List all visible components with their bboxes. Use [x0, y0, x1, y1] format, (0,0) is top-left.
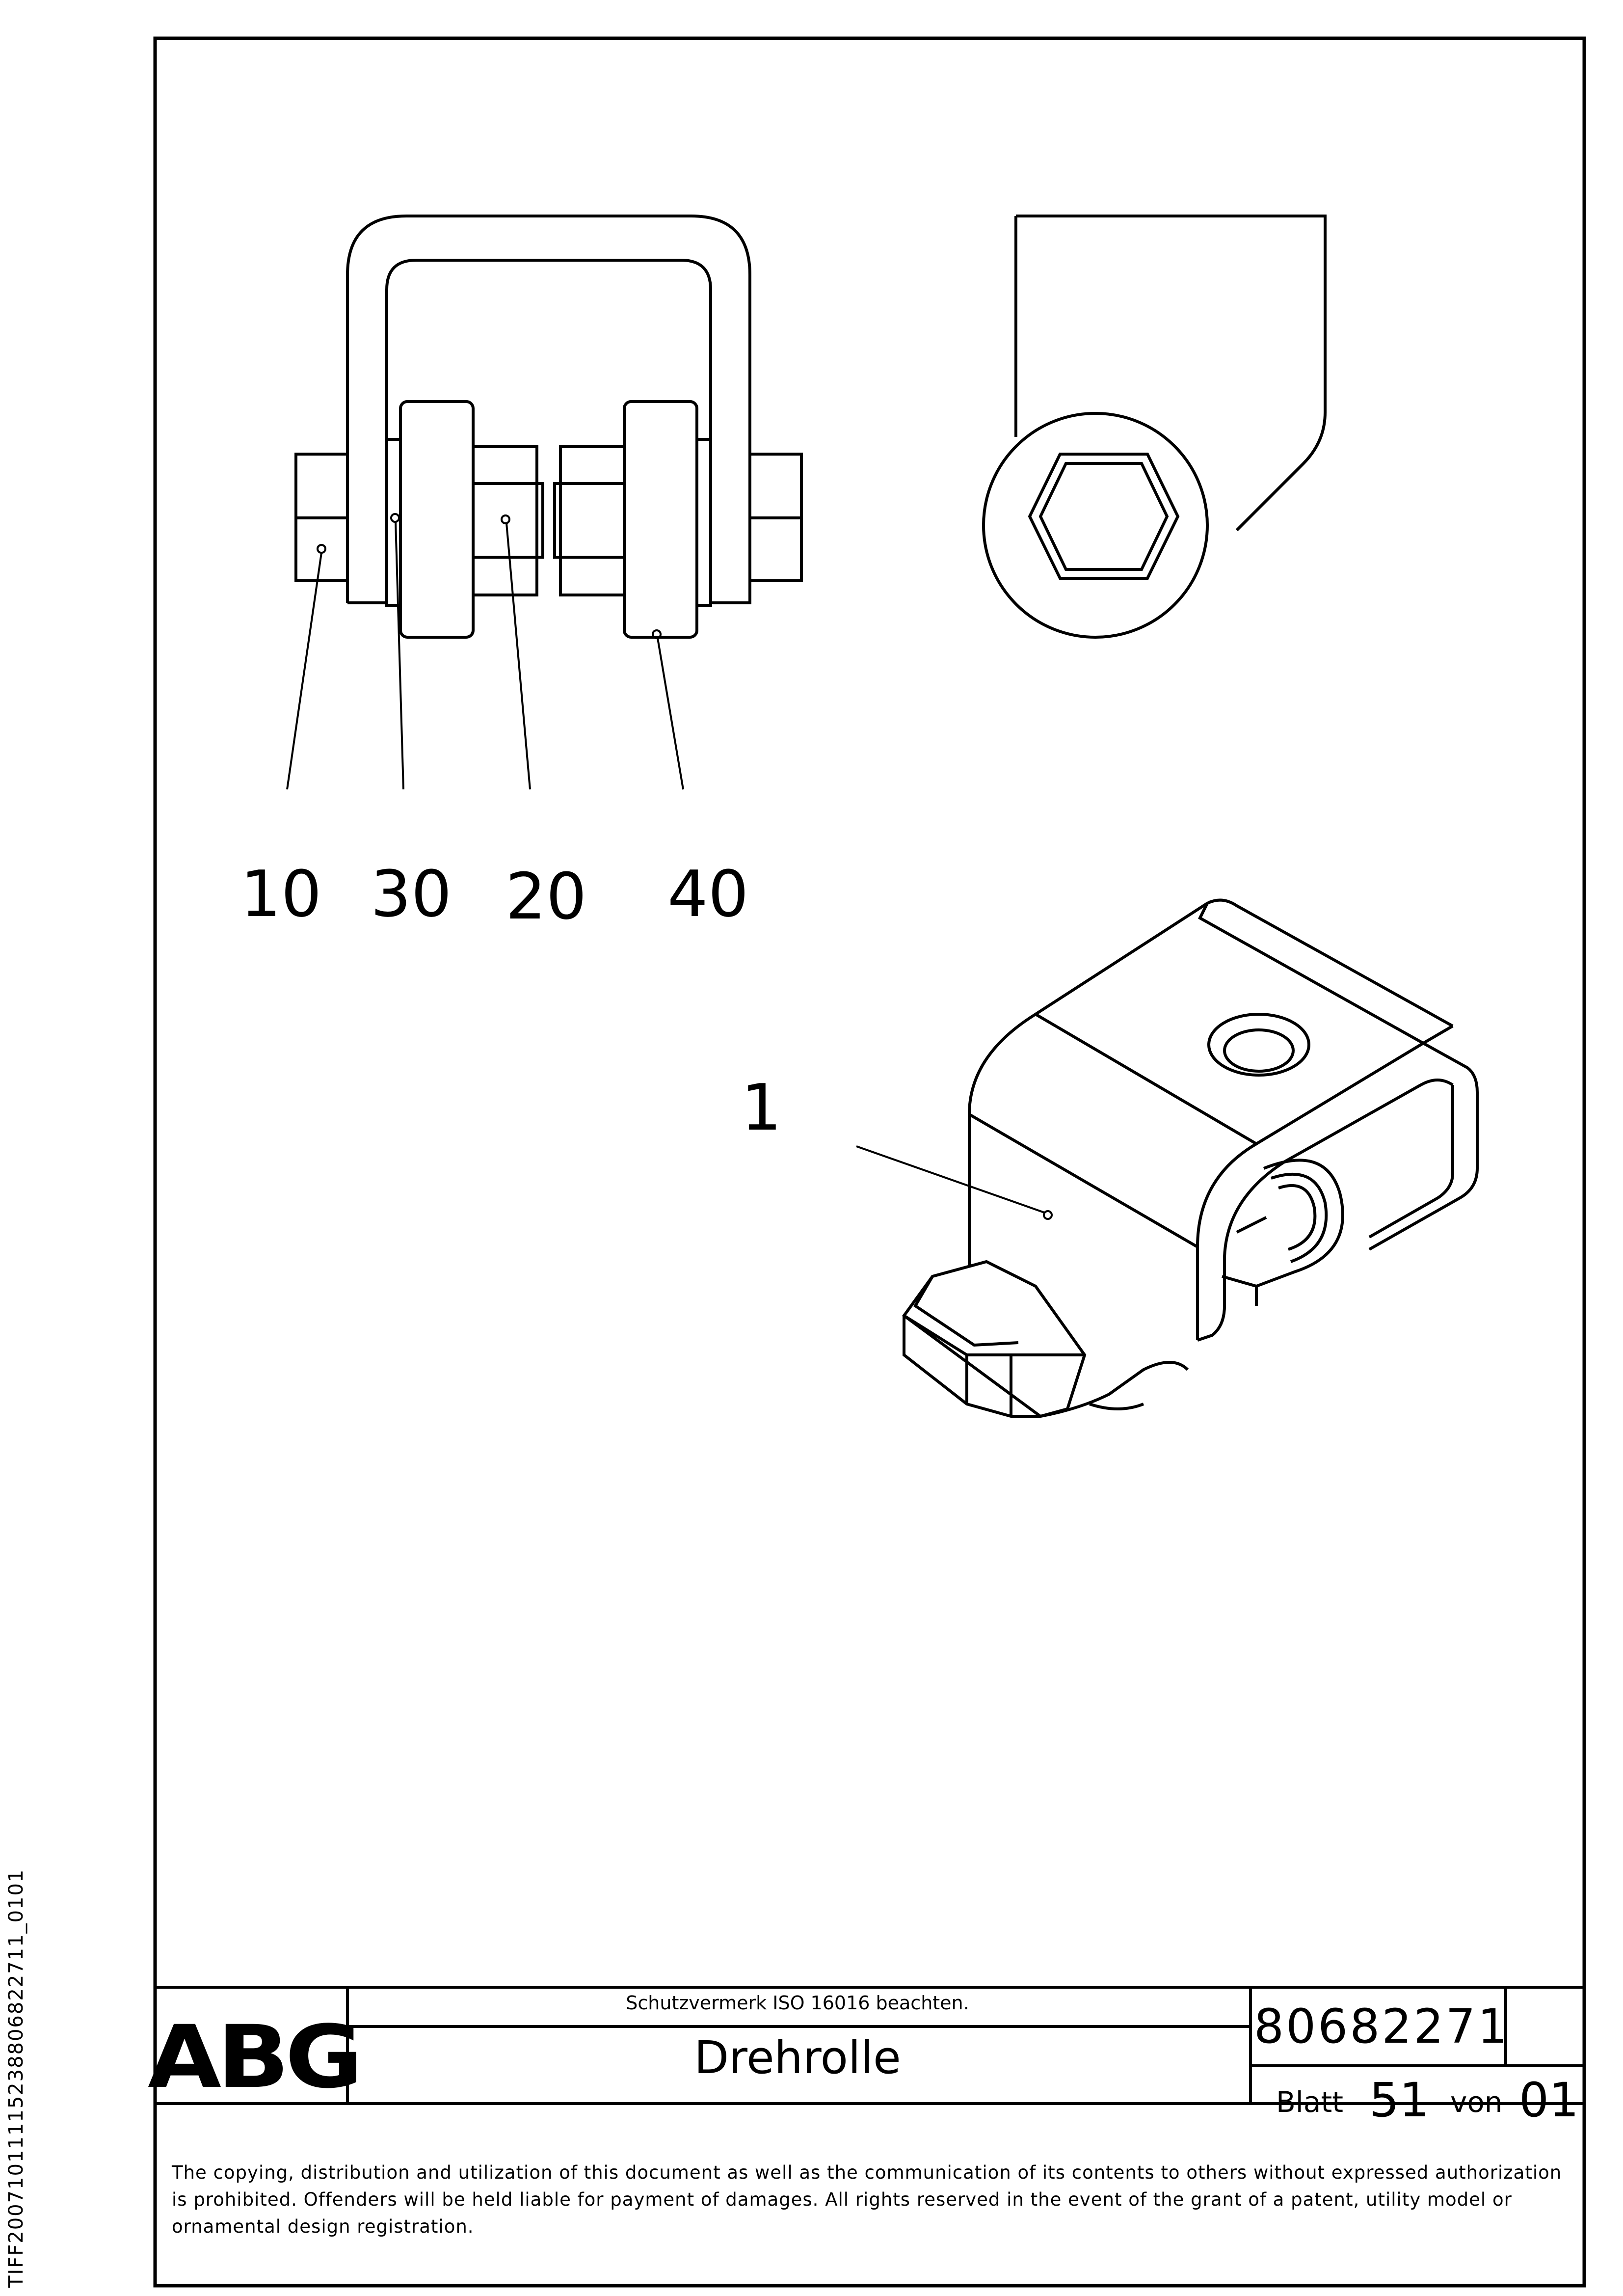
drawing-title: Drehrolle: [694, 2031, 901, 2084]
drawing-frame: [153, 36, 1586, 2288]
front-view: [286, 215, 803, 790]
copyright-line: The copying, distribution and utilizatio…: [172, 2162, 1562, 2183]
roller-left: [399, 400, 475, 639]
isometric-view: [856, 898, 1479, 1418]
copyright-notice: The copying, distribution and utilizatio…: [172, 2159, 1595, 2240]
balloon-40: 40: [667, 857, 749, 931]
roller-right: [623, 400, 698, 639]
document-number: 80682271: [1254, 1999, 1510, 2054]
copyright-line: ornamental design registration.: [172, 2216, 474, 2237]
sheet-label: Blatt: [1276, 2085, 1343, 2119]
company-logo: ABG: [148, 2007, 363, 2107]
title-block-lines: [155, 1986, 1584, 2105]
copyright-line: is prohibited. Offenders will be held li…: [172, 2189, 1512, 2210]
balloon-20: 20: [506, 859, 587, 934]
sheet-total: 01: [1519, 2073, 1579, 2128]
side-view: [982, 215, 1327, 639]
balloon-1: 1: [741, 1070, 782, 1145]
sheet-number: 51: [1369, 2073, 1430, 2128]
balloon-30: 30: [371, 857, 452, 931]
protection-note: Schutzvermerk ISO 16016 beachten.: [626, 1992, 969, 2014]
balloon-10: 10: [240, 857, 322, 931]
of-label: von: [1450, 2085, 1503, 2119]
side-document-code: TIFF20071011115238806822711_0101: [5, 1868, 27, 2288]
